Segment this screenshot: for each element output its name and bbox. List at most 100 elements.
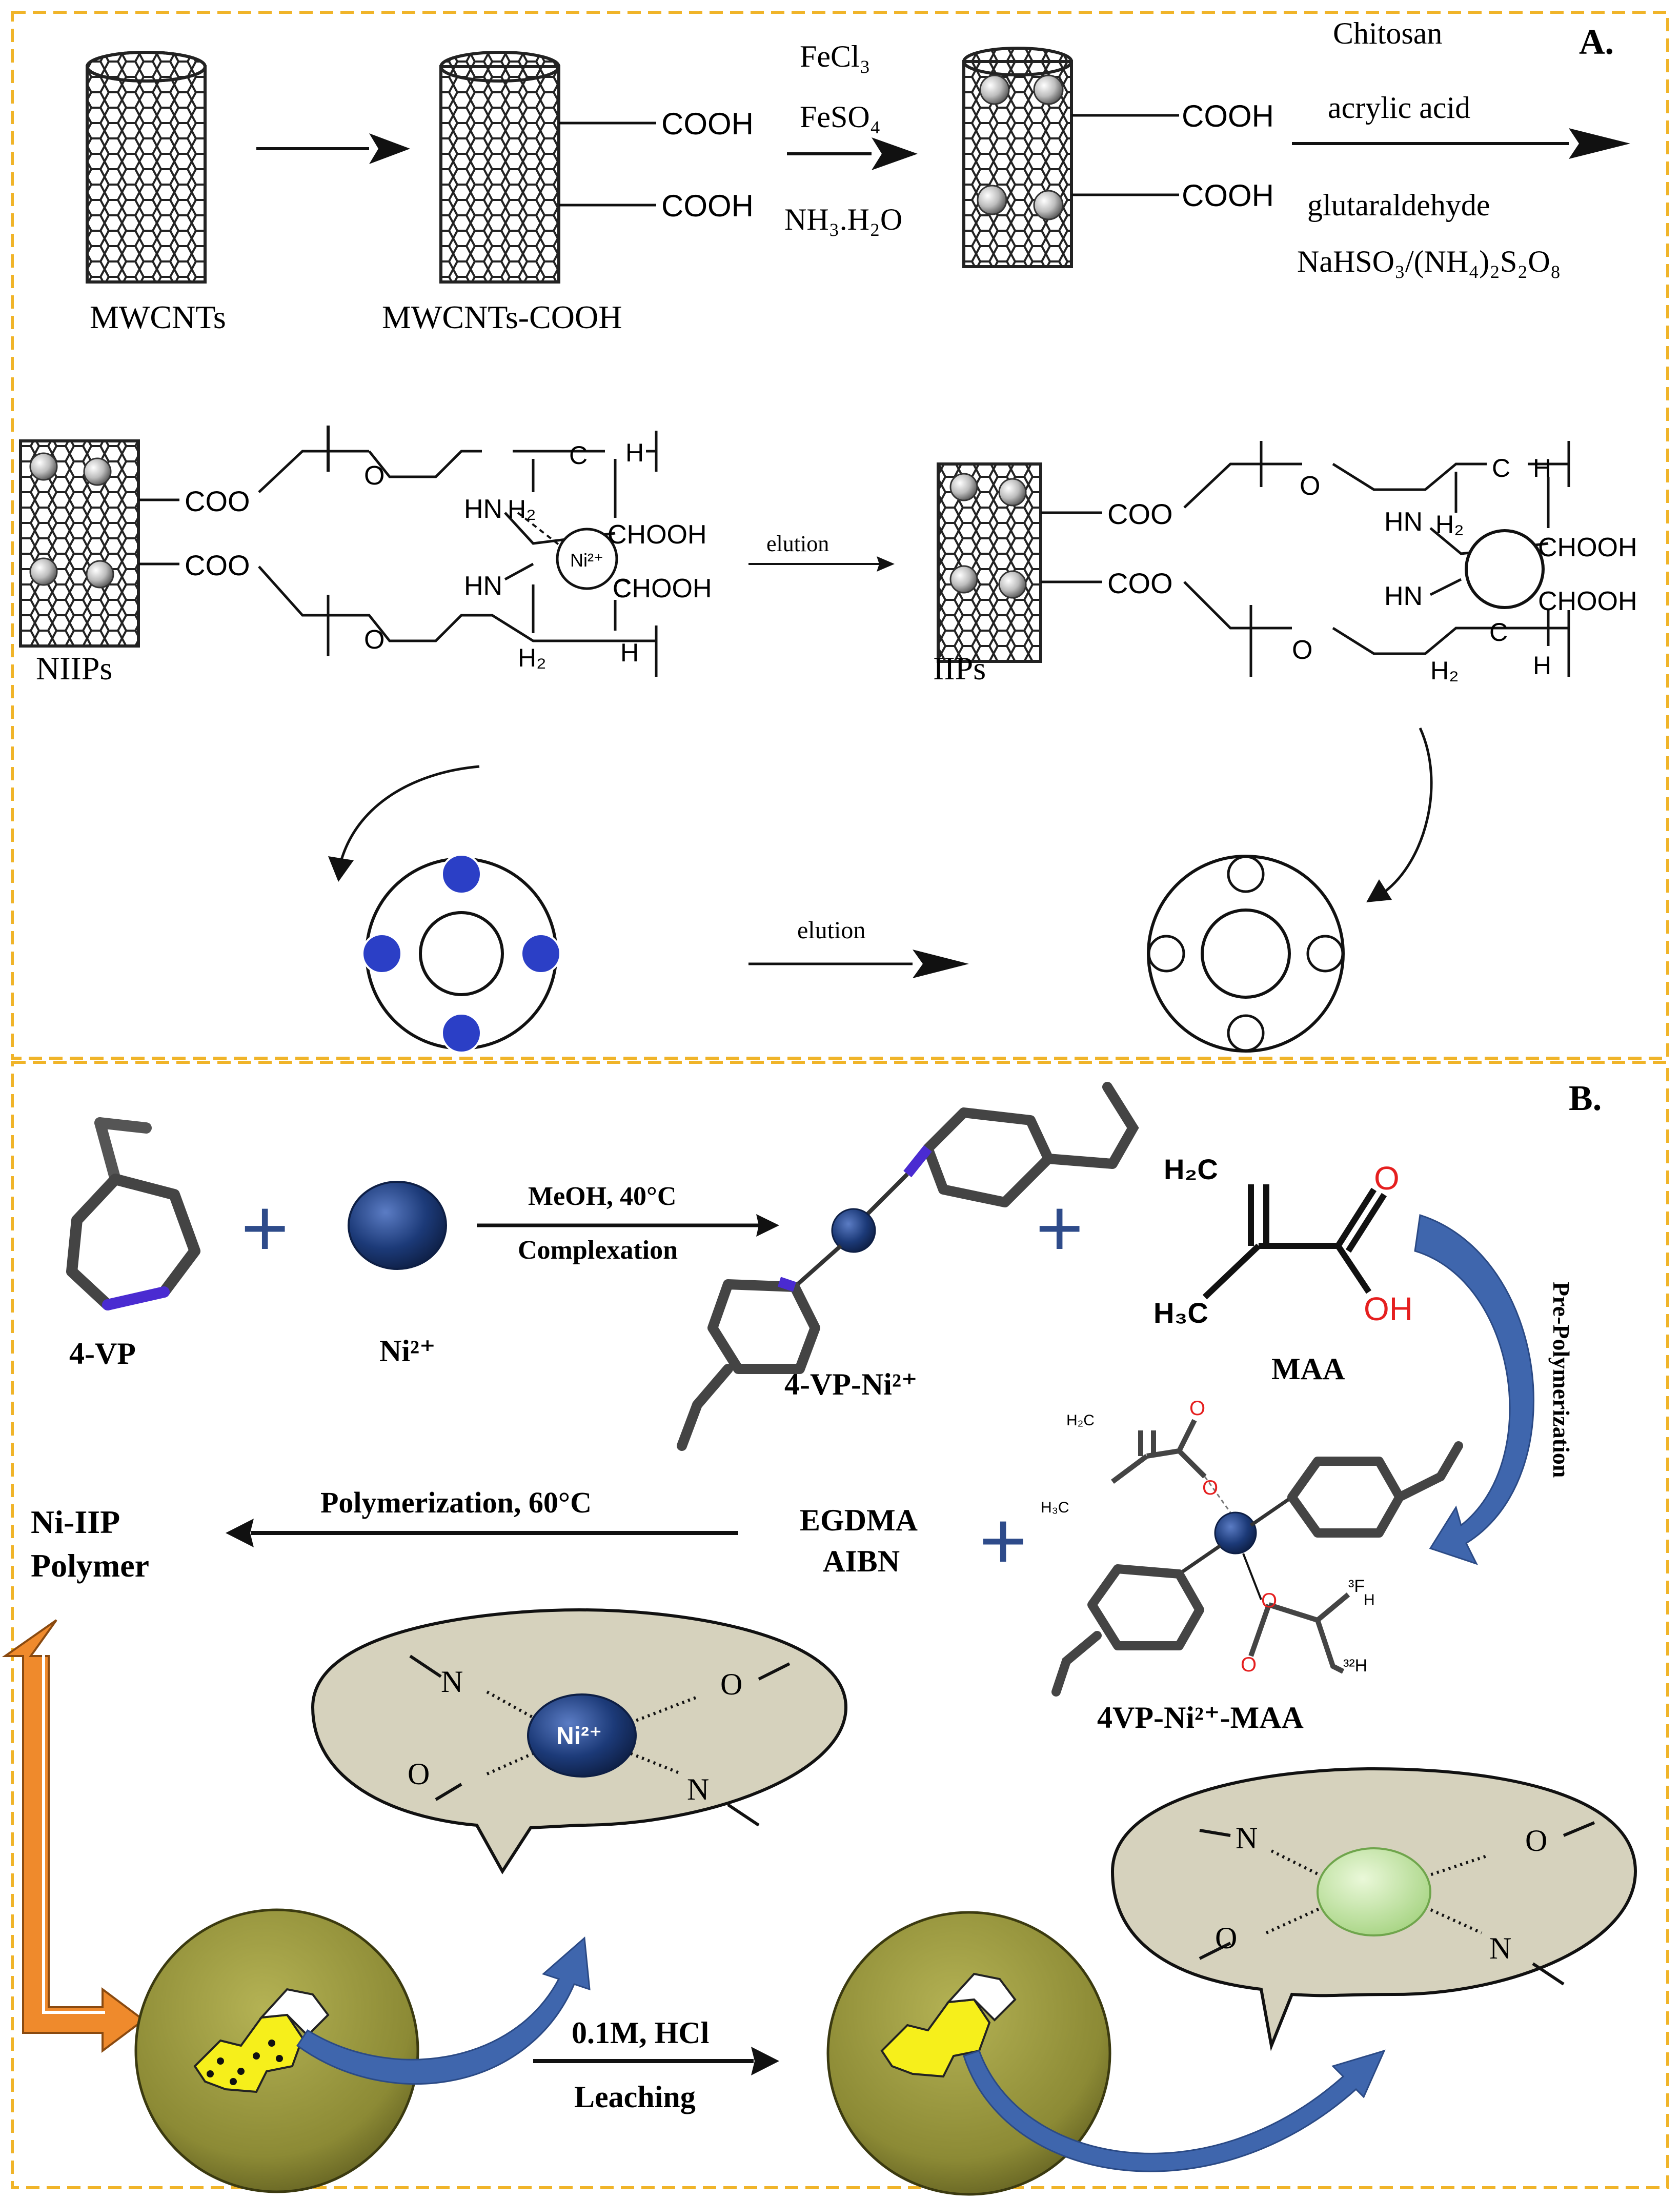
curve-arrow-right-head bbox=[1366, 879, 1392, 902]
complex-o-1: O bbox=[1189, 1397, 1205, 1420]
vp-ni-label: 4-VP-Ni²⁺ bbox=[784, 1367, 918, 1401]
vp-molecule bbox=[66, 1117, 200, 1310]
elution-arrow-2-head bbox=[913, 950, 969, 978]
iips-hn-2: HN bbox=[1384, 581, 1423, 611]
niips-h-1: H bbox=[625, 438, 644, 467]
bubble1-o-1: O bbox=[720, 1667, 742, 1701]
elution-arrow-1-head bbox=[877, 556, 895, 572]
bubble1-o-2: O bbox=[408, 1757, 430, 1791]
maa-h3c: H₃C bbox=[1153, 1297, 1208, 1329]
iips-coo-1: COO bbox=[1107, 498, 1173, 530]
complex-2h: ³²H bbox=[1343, 1656, 1367, 1676]
polymer-particle-loaded bbox=[134, 1908, 419, 2193]
curve-arrow-right bbox=[1383, 727, 1433, 893]
panel-b-frame bbox=[11, 1061, 1669, 2189]
reagent-fecl3: FeCl₃ bbox=[800, 39, 871, 73]
bubble2-n-1: N bbox=[1236, 1821, 1258, 1855]
niips-coo-1: COO bbox=[185, 485, 250, 517]
plus-2: + bbox=[1036, 1182, 1083, 1274]
complex-h: H bbox=[1364, 1591, 1375, 1608]
arrow-3-head bbox=[1569, 128, 1630, 159]
niips-ni-ion: Ni²⁺ bbox=[570, 550, 603, 571]
bubble2-n-2: N bbox=[1489, 1931, 1511, 1965]
ni-ion-ball bbox=[348, 1181, 447, 1270]
complex-o-4: O bbox=[1241, 1653, 1257, 1676]
imprinted-ring-empty bbox=[1147, 855, 1345, 1053]
bubble-ni-site bbox=[311, 1608, 848, 1874]
elution-text-1: elution bbox=[766, 531, 829, 556]
bubble1-n-1: N bbox=[441, 1665, 463, 1699]
cooh-text-3: COOH bbox=[1182, 99, 1274, 133]
complexation-arrow-head bbox=[756, 1214, 779, 1237]
complexation-bottom: Complexation bbox=[518, 1236, 678, 1265]
niips-hn-2: HN bbox=[464, 571, 502, 601]
niips-h-2: H bbox=[620, 638, 639, 667]
niips-hn-1: HN bbox=[464, 494, 502, 524]
reagent-chitosan: Chitosan bbox=[1333, 16, 1442, 50]
panel-a-label: A. bbox=[1579, 23, 1614, 62]
prepoly-text: Pre-Polymerization bbox=[1548, 1282, 1574, 1478]
iips-o-2: O bbox=[1292, 635, 1312, 665]
polymerization-text: Polymerization, 60°C bbox=[320, 1486, 592, 1519]
iips-coo-2: COO bbox=[1107, 567, 1173, 599]
imprinted-ring-with-ions bbox=[361, 854, 561, 1054]
product-label-2: Polymer bbox=[31, 1547, 149, 1584]
vp-label: 4-VP bbox=[69, 1337, 136, 1370]
bubble1-n-2: N bbox=[687, 1772, 709, 1806]
niips-h2-2: H₂ bbox=[518, 643, 546, 672]
mwcnts-cooh-label: MWCNTs-COOH bbox=[382, 299, 622, 335]
polymerization-arrow-head bbox=[226, 1519, 254, 1547]
niips-c-2: C bbox=[613, 574, 631, 603]
complex-o-3: O bbox=[1261, 1589, 1277, 1612]
iips-label: IIPs bbox=[933, 650, 986, 687]
iips-h2-1: H₂ bbox=[1435, 510, 1464, 539]
niips-o-2: O bbox=[364, 625, 384, 655]
ni-ion-site bbox=[556, 528, 618, 590]
egdma-label: EGDMA bbox=[800, 1503, 918, 1537]
bubble1-ni-ion: Ni²⁺ bbox=[556, 1723, 602, 1750]
leaching-arrow-head bbox=[751, 2047, 779, 2075]
iips-h2-2: H₂ bbox=[1430, 656, 1459, 685]
niips-c-1: C bbox=[569, 441, 588, 470]
iips-h-2: H bbox=[1533, 651, 1551, 680]
curve-arrow-left-head bbox=[328, 856, 354, 882]
cooh-text-2: COOH bbox=[661, 189, 754, 223]
maa-label: MAA bbox=[1271, 1352, 1345, 1386]
bubble2-o-1: O bbox=[1525, 1824, 1547, 1858]
mwcnt-tube-1 bbox=[86, 51, 207, 284]
iips-cavity bbox=[1465, 529, 1545, 609]
elution-text-2: elution bbox=[797, 917, 865, 944]
iips-chooh-2: CHOOH bbox=[1538, 587, 1637, 616]
cooh-text-1: COOH bbox=[661, 107, 754, 141]
reagent-initiator: NaHSO₃/(NH₄)₂S₂O₈ bbox=[1297, 245, 1561, 278]
reagent-feso4: FeSO₄ bbox=[800, 100, 881, 134]
reagent-glutaraldehyde: glutaraldehyde bbox=[1307, 188, 1490, 222]
blue-curve-arrow-1 bbox=[296, 1936, 591, 2085]
niips-chooh-1: CHOOH bbox=[608, 520, 707, 550]
complex-h2c: H₂C bbox=[1066, 1412, 1095, 1429]
niips-chooh-2: CHOOH bbox=[613, 574, 712, 603]
mwcnt-tube-2 bbox=[439, 51, 560, 284]
complex-h3c: H₃C bbox=[1041, 1499, 1069, 1516]
leaching-bottom: Leaching bbox=[574, 2080, 696, 2114]
niips-coo-2: COO bbox=[185, 549, 250, 581]
niips-structure bbox=[19, 426, 658, 677]
arrow-2-head bbox=[872, 137, 918, 170]
maa-molecule bbox=[1202, 1184, 1387, 1300]
orange-l-arrow bbox=[2, 1619, 146, 2053]
reagent-acrylic-acid: acrylic acid bbox=[1328, 91, 1470, 125]
iips-h-1: H bbox=[1533, 454, 1551, 482]
ni-label: Ni²⁺ bbox=[379, 1334, 436, 1368]
vp-ni-maa-complex bbox=[1051, 1419, 1463, 1697]
plus-3: + bbox=[979, 1495, 1027, 1586]
complexation-top: MeOH, 40°C bbox=[528, 1182, 676, 1211]
maa-oh: OH bbox=[1364, 1290, 1413, 1327]
curve-arrow-left bbox=[339, 765, 480, 862]
arrow-1-head bbox=[369, 133, 410, 164]
maa-h2c: H₂C bbox=[1164, 1153, 1218, 1185]
iips-hn-1: HN bbox=[1384, 507, 1423, 537]
iips-o-1: O bbox=[1300, 471, 1320, 501]
iips-c-2: C bbox=[1489, 618, 1508, 647]
plus-1: + bbox=[241, 1182, 289, 1274]
